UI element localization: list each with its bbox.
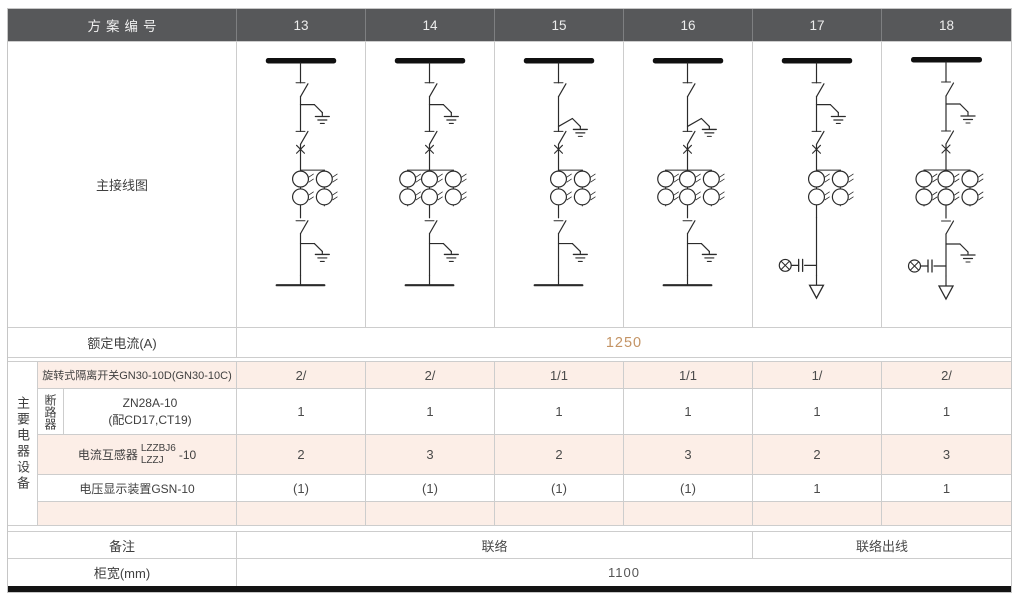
breaker-label: 断路器 ZN28A-10 (配CD17,CT19) [38, 389, 237, 434]
disconnector-label: 旋转式隔离开关GN30-10D(GN30-10C) [38, 362, 237, 388]
empty-row-values [237, 502, 1011, 525]
ct-label: 电流互感器 LZZBJ6 LZZJ -10 [38, 435, 237, 474]
equipment-value-cell: 1 [366, 389, 495, 434]
wiring-diagram-label: 主接线图 [8, 42, 237, 327]
ct-label-text: 电流互感器 [77, 448, 138, 462]
scheme-number: 13 [237, 9, 366, 41]
equipment-value-cell [882, 502, 1011, 525]
scheme-number-label: 方案编号 [8, 9, 237, 41]
rated-current-value: 1250 [605, 334, 643, 351]
equipment-value-cell: 1/ [753, 362, 882, 388]
scheme-number: 17 [753, 9, 882, 41]
equipment-value-cell: (1) [624, 475, 753, 501]
equipment-value-cell: 2 [237, 435, 366, 474]
equipment-value-cell: 1 [237, 389, 366, 434]
single-line-diagram [907, 57, 984, 301]
voltage-indicator-label: 电压显示装置GSN-10 [38, 475, 237, 501]
single-line-diagram [778, 57, 854, 300]
equipment-value-cell: (1) [237, 475, 366, 501]
equipment-value-cell: 2 [753, 435, 882, 474]
scheme-number: 16 [624, 9, 753, 41]
cabinet-width-value: 1100 [608, 565, 640, 580]
empty-row-label [38, 502, 237, 525]
equipment-value-cell: 2/ [882, 362, 1011, 388]
wiring-diagram-16 [624, 42, 753, 327]
equipment-value-cell [624, 502, 753, 525]
scheme-number: 14 [366, 9, 495, 41]
remark-label: 备注 [8, 532, 237, 558]
ct-model-fraction: LZZBJ6 LZZJ [141, 443, 176, 466]
breaker-model-line1: ZN28A-10 [122, 395, 178, 410]
single-line-diagram [265, 57, 338, 287]
equipment-value-cell: 3 [366, 435, 495, 474]
remark-value: 联络 [237, 532, 753, 558]
rated-current-row: 额定电流(A) 1250 [8, 328, 1011, 358]
remark-value: 联络出线 [855, 538, 908, 554]
single-line-diagram [523, 57, 596, 287]
equipment-value-cell: 1 [624, 389, 753, 434]
ct-model-suffix: -10 [178, 447, 197, 462]
remark-values: 联络 联络出线 [237, 532, 1011, 558]
equipment-value-cell: 3 [624, 435, 753, 474]
wiring-diagram-18 [882, 42, 1011, 327]
wiring-diagram-14 [366, 42, 495, 327]
ct-model-top: LZZBJ6 [140, 443, 176, 454]
equipment-value-cell: (1) [366, 475, 495, 501]
wiring-diagram-13 [237, 42, 366, 327]
scheme-number: 15 [495, 9, 624, 41]
wiring-diagram-row: 主接线图 [8, 42, 1011, 328]
equipment-value-cell: (1) [495, 475, 624, 501]
equipment-value-cell: 1/1 [495, 362, 624, 388]
equipment-value-cell: 2/ [237, 362, 366, 388]
equipment-value-cell: 1 [753, 475, 882, 501]
ct-model-bottom: LZZJ [140, 454, 164, 466]
equipment-value-cell: 3 [882, 435, 1011, 474]
scheme-number: 18 [938, 17, 955, 33]
wiring-diagram-17 [753, 42, 882, 327]
equipment-value-cell [753, 502, 882, 525]
equipment-value-cell: 1 [495, 389, 624, 434]
bottom-black-bar [8, 586, 1011, 592]
equipment-value-cell: 1 [942, 404, 951, 419]
section-gap-top [8, 358, 1011, 362]
equipment-value-cell: 1 [753, 389, 882, 434]
section-gap-bottom [8, 526, 1011, 532]
breaker-model: ZN28A-10 (配CD17,CT19) [64, 395, 236, 429]
single-line-diagram [394, 57, 467, 287]
equipment-value-cell: 2/ [366, 362, 495, 388]
cabinet-width-label: 柜宽(mm) [8, 559, 237, 586]
rated-current-label: 额定电流(A) [8, 328, 237, 357]
equipment-value-cell [237, 502, 366, 525]
remark-row: 备注 联络 联络出线 [8, 532, 1011, 559]
breaker-vertical-label: 断路器 [38, 389, 64, 434]
equipment-value-cell [495, 502, 624, 525]
cabinet-width-row: 柜宽(mm) 1100 [8, 559, 1011, 586]
single-line-diagram [652, 57, 725, 287]
equipment-value-cell: 1/1 [624, 362, 753, 388]
equipment-section: 主要电器设备 旋转式隔离开关GN30-10D(GN30-10C) 2/2/1/1… [8, 362, 1011, 526]
equipment-value-cell: 2 [495, 435, 624, 474]
empty-equipment-row [38, 502, 1011, 525]
diagram-cells [237, 42, 1011, 327]
equipment-value-cell: 1 [942, 480, 951, 496]
equipment-value-cell [366, 502, 495, 525]
breaker-model-line2: (配CD17,CT19) [108, 412, 192, 427]
equipment-group-label: 主要电器设备 [8, 362, 38, 525]
wiring-diagram-15 [495, 42, 624, 327]
